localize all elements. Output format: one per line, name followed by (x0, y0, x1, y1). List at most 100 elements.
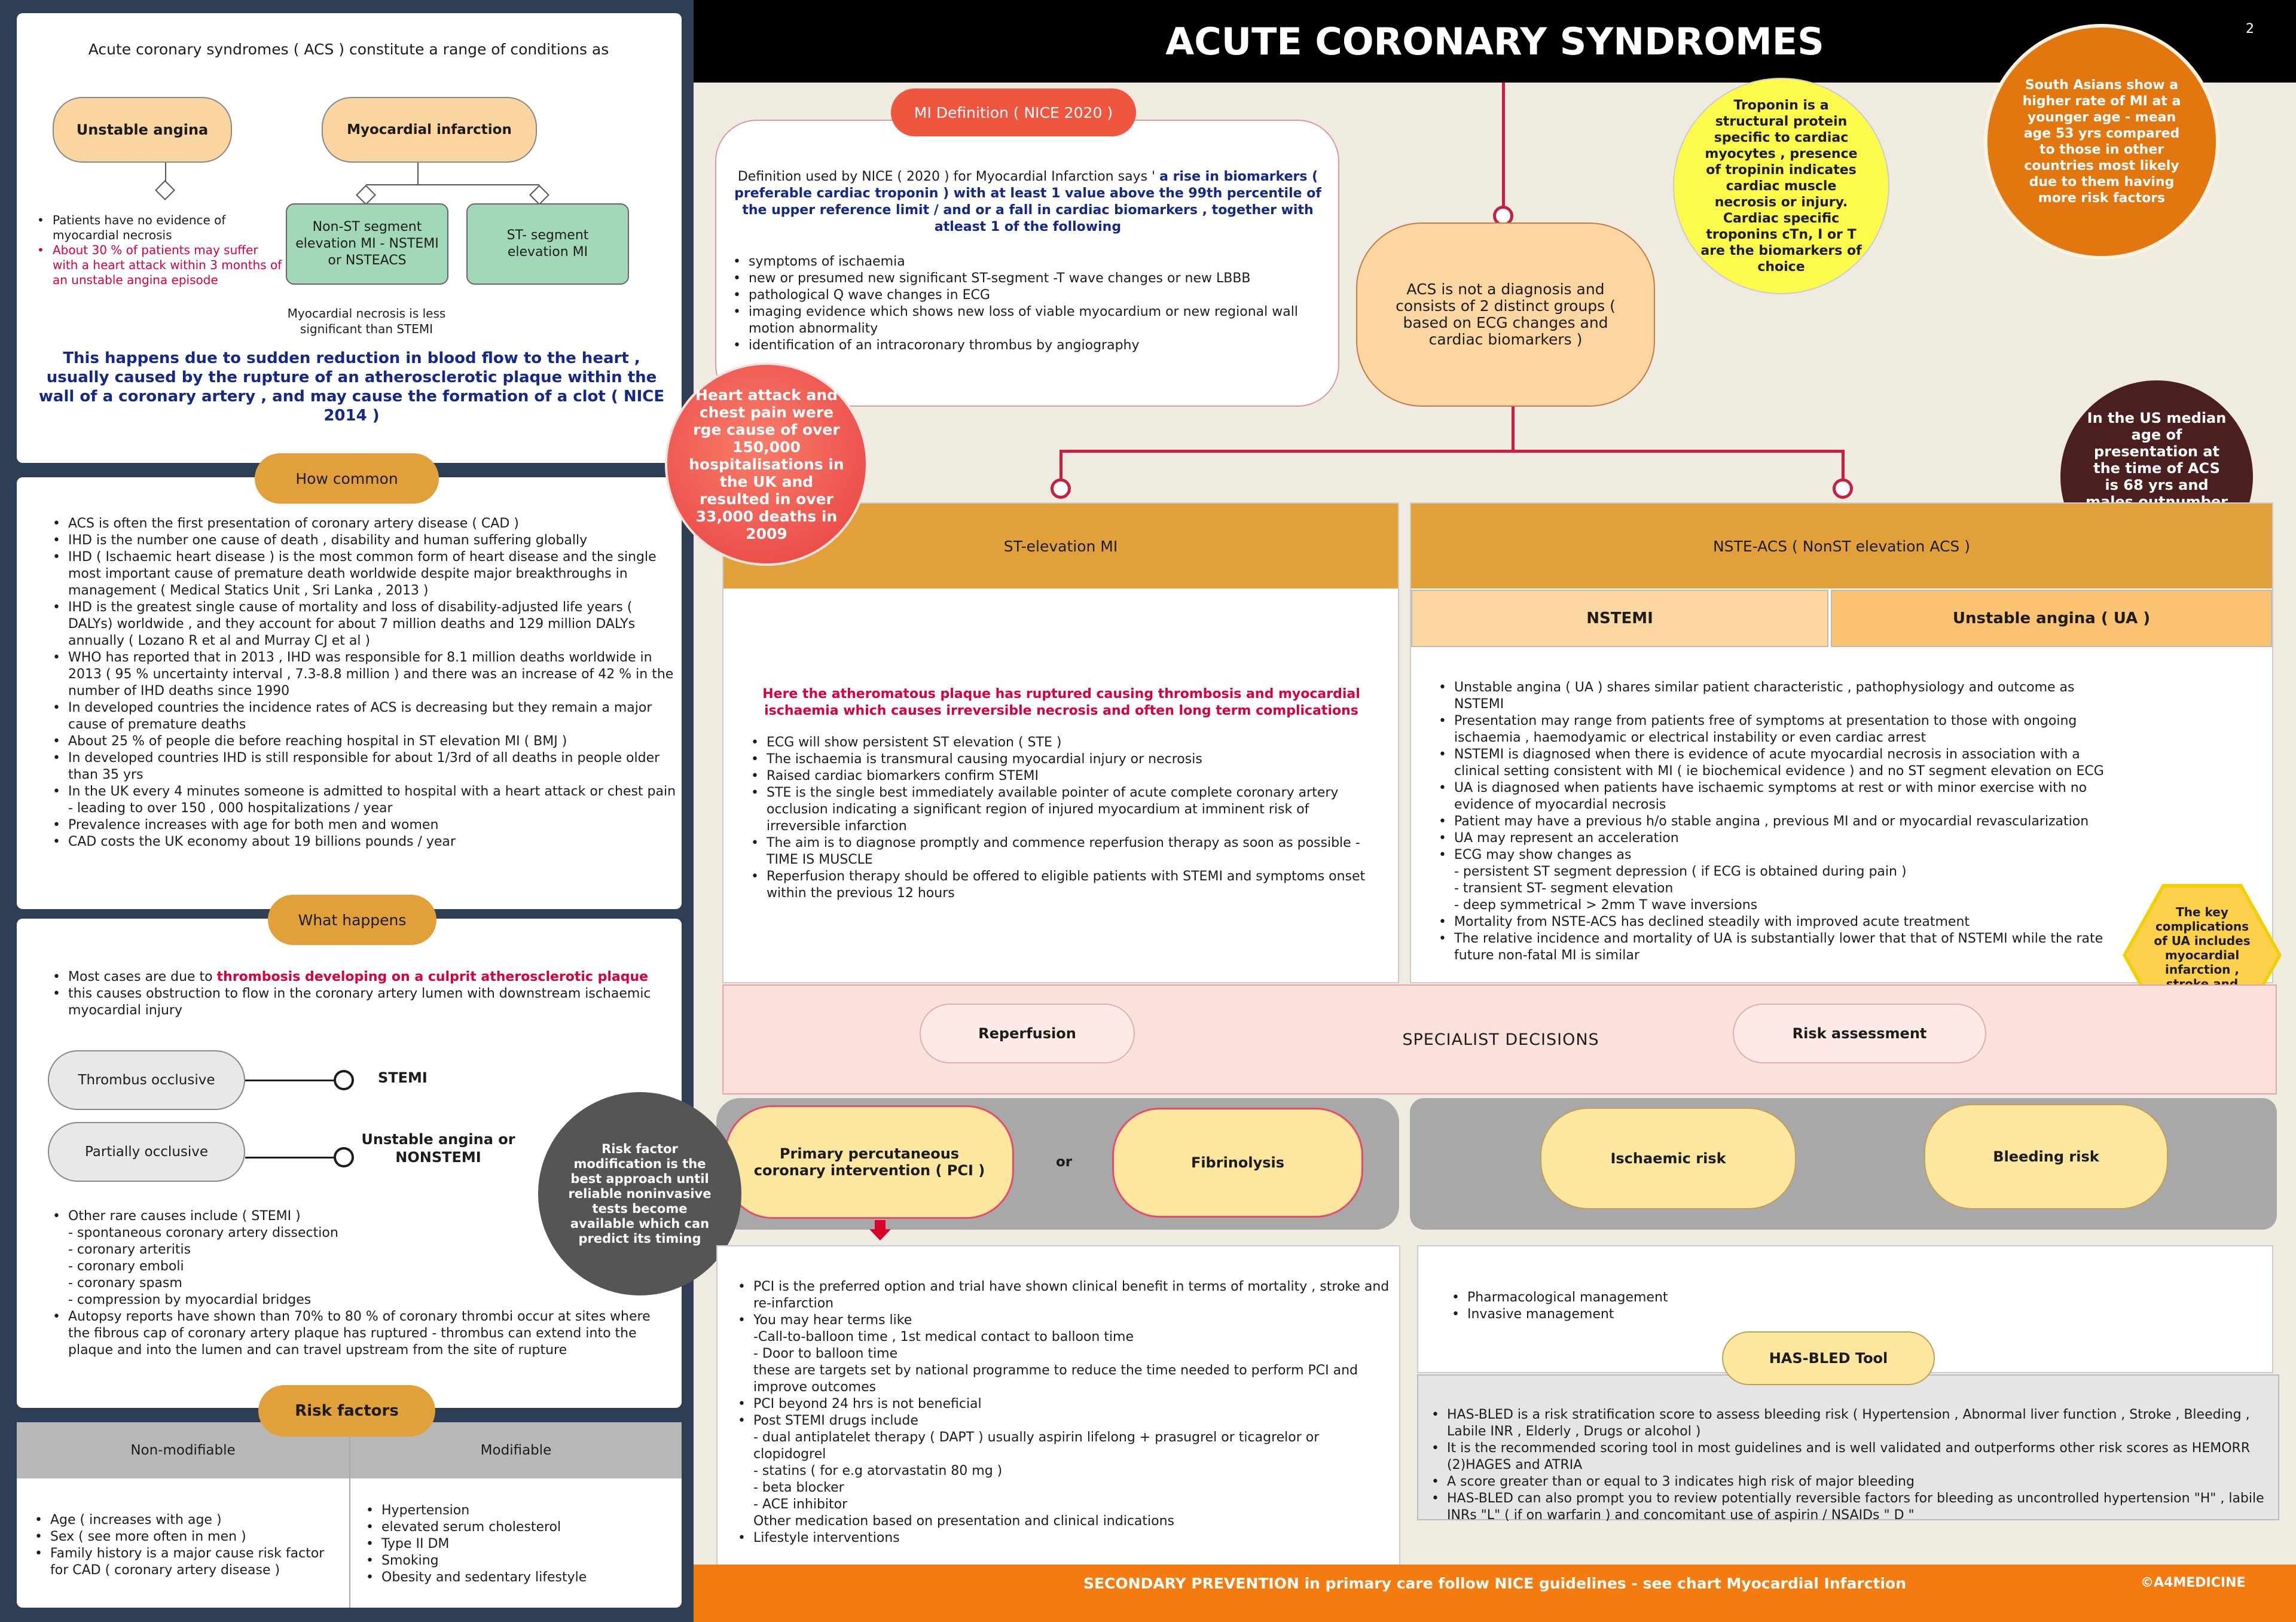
how-common-item: CAD costs the UK economy about 19 billio… (50, 834, 678, 850)
stemi-item: The aim is to diagnose promptly and comm… (749, 835, 1380, 868)
hasbled-item: HAS-BLED is a risk stratification score … (1429, 1407, 2266, 1440)
nstemi-box: Non-ST segment elevation MI - NSTEMI or … (286, 203, 448, 285)
modifiable-item: Hypertension (364, 1502, 674, 1519)
pci-sub: - beta blocker (753, 1480, 844, 1495)
rare-cause: - coronary emboli (68, 1259, 184, 1274)
nstemi-diamond (356, 185, 376, 205)
what-happens-item: this causes obstruction to flow in the c… (50, 986, 672, 1019)
mi-definition-item: identification of an intracoronary throm… (731, 337, 1323, 354)
tree-line-top (1502, 83, 1505, 209)
tree-ring-left (1051, 478, 1071, 499)
mi-definition-text: Definition used by NICE ( 2020 ) for Myo… (721, 169, 1335, 236)
ua-bullet: About 30 % of patients may suffer with a… (35, 243, 286, 288)
nste-item: Patient may have a previous h/o stable a… (1436, 813, 2124, 830)
acs-intro-heading: Acute coronary syndromes ( ACS ) constit… (88, 40, 609, 58)
nstemi-tab: NSTEMI (1411, 590, 1828, 647)
pci-panel: PCI is the preferred option and trial ha… (716, 1245, 1400, 1566)
management-list: Pharmacological management Invasive mana… (1449, 1289, 2227, 1323)
hasbled-box: HAS-BLED is a risk stratification score … (1417, 1374, 2279, 1523)
nste-item: UA may represent an acceleration (1436, 830, 2124, 847)
mi-definition-item: new or presumed new significant ST-segme… (731, 270, 1323, 287)
stemi-diamond (529, 185, 549, 205)
nste-item: Unstable angina ( UA ) shares similar pa… (1436, 679, 2124, 713)
rare-causes-title: Other rare causes include ( STEMI ) (68, 1209, 301, 1224)
how-common-item: About 25 % of people die before reaching… (50, 733, 678, 750)
pci-item: PCI is the preferred option and trial ha… (735, 1279, 1393, 1312)
bleeding-risk-pill[interactable]: Bleeding risk (1924, 1104, 2168, 1209)
footer-brand: ©A4MEDICINE (2141, 1575, 2246, 1590)
hasbled-title: HAS-BLED Tool (1722, 1331, 1935, 1385)
header-bar: ACUTE CORONARY SYNDROMES (694, 0, 2296, 83)
modifiable-item: Type II DM (364, 1536, 674, 1553)
ua-connector (165, 163, 166, 187)
rare-cause: - coronary arteritis (68, 1242, 191, 1257)
stemi-box: ST- segment elevation MI (466, 203, 629, 285)
how-common-title: How common (255, 453, 439, 504)
necrosis-note: Myocardial necrosis is less significant … (287, 306, 446, 336)
pci-sub: - dual antiplatelet therapy ( DAPT ) usu… (753, 1430, 1320, 1462)
thrombus-line (245, 1080, 335, 1081)
how-common-item: In developed countries IHD is still resp… (50, 750, 678, 783)
how-common-item: WHO has reported that in 2013 , IHD was … (50, 650, 678, 700)
nste-item: Presentation may range from patients fre… (1436, 713, 2124, 746)
how-common-list: ACS is often the first presentation of c… (50, 516, 678, 850)
tree-line-left (1060, 450, 1062, 481)
non-modifiable-item: Age ( increases with age ) (32, 1512, 343, 1529)
how-common-item: Prevalence increases with age for both m… (50, 817, 678, 834)
mi-definition-box: Definition used by NICE ( 2020 ) for Myo… (715, 120, 1339, 407)
mi-branch (366, 184, 539, 185)
modifiable-item: elevated serum cholesterol (364, 1519, 674, 1536)
management-item: Invasive management (1449, 1306, 2227, 1323)
mi-definition-item: pathological Q wave changes in ECG (731, 287, 1323, 304)
ecg-change: - deep symmetrical > 2mm T wave inversio… (1454, 898, 1758, 913)
mi-definition-criteria: a rise in biomarkers ( preferable cardia… (734, 169, 1321, 234)
tree-ring-right (1833, 478, 1853, 499)
nste-item: NSTEMI is diagnosed when there is eviden… (1436, 746, 2124, 780)
stemi-item: Reperfusion therapy should be offered to… (749, 868, 1380, 902)
nste-item: The relative incidence and mortality of … (1436, 931, 2124, 964)
ua-nonstemi-label: Unstable angina or NONSTEMI (361, 1131, 515, 1166)
ischaemic-risk-pill[interactable]: Ischaemic risk (1540, 1108, 1796, 1209)
what-happens-list: Most cases are due to thrombosis develop… (50, 969, 672, 1019)
hasbled-list: HAS-BLED is a risk stratification score … (1429, 1407, 2266, 1524)
pci-sub: Other medication based on presentation a… (753, 1514, 1175, 1529)
pci-sub: these are targets set by national progra… (753, 1363, 1358, 1395)
fibrinolysis-pill[interactable]: Fibrinolysis (1112, 1108, 1363, 1218)
risk-factor-circle: Risk factor modification is the best app… (538, 1092, 741, 1295)
stemi-highlight: Here the atheromatous plaque has rupture… (762, 687, 1360, 718)
autopsy-item: Autopsy reports have shown than 70% to 8… (50, 1309, 672, 1359)
pci-item: PCI beyond 24 hrs is not beneficial (735, 1396, 1393, 1413)
pci-item: Post STEMI drugs include - dual antiplat… (735, 1413, 1393, 1530)
pci-item: Lifestyle interventions (735, 1530, 1393, 1547)
pci-pill[interactable]: Primary percutaneous coronary interventi… (725, 1105, 1014, 1219)
what-happens-prefix: Most cases are due to (68, 969, 217, 984)
footer-text: SECONDARY PREVENTION in primary care fol… (1083, 1574, 1907, 1592)
specialist-title: SPECIALIST DECISIONS (1402, 1030, 1599, 1049)
stemi-panel: ST-elevation MI Here the atheromatous pl… (722, 502, 1399, 983)
footer-bar: SECONDARY PREVENTION in primary care fol… (694, 1565, 2296, 1622)
mi-definition-title: MI Definition ( NICE 2020 ) (891, 89, 1136, 136)
risk-assessment-pill: Risk assessment (1733, 1004, 1986, 1063)
rare-cause: - coronary spasm (68, 1276, 182, 1291)
cause-text: This happens due to sudden reduction in … (38, 349, 665, 425)
page-title: ACUTE CORONARY SYNDROMES (1165, 19, 1824, 63)
nste-item: Mortality from NSTE-ACS has declined ste… (1436, 914, 2124, 931)
how-common-item: IHD ( Ischaemic heart disease ) is the m… (50, 549, 678, 599)
south-asians-circle: South Asians show a higher rate of MI at… (1984, 24, 2219, 260)
acs-intro-panel: Acute coronary syndromes ( ACS ) constit… (17, 13, 682, 463)
pci-sub: - ACE inhibitor (753, 1497, 848, 1512)
stemi-item: STE is the single best immediately avail… (749, 785, 1380, 835)
pci-item: You may hear terms like -Call-to-balloon… (735, 1312, 1393, 1396)
thrombus-ring (334, 1070, 354, 1090)
troponin-circle: Troponin is a structural protein specifi… (1673, 78, 1889, 294)
stemi-list: ECG will show persistent ST elevation ( … (749, 734, 1380, 902)
what-happens-item: Most cases are due to thrombosis develop… (50, 969, 672, 986)
modifiable-list: Hypertension elevated serum cholesterol … (364, 1502, 674, 1586)
pci-item-text: You may hear terms like (753, 1313, 912, 1328)
tree-line-mid (1512, 404, 1515, 452)
modifiable-item: Smoking (364, 1553, 674, 1569)
stemi-label: STEMI (378, 1069, 428, 1086)
mi-definition-list: symptoms of ischaemia new or presumed ne… (731, 254, 1323, 354)
tree-line-horizontal (1060, 450, 1845, 453)
how-common-item: IHD is the number one cause of death , d… (50, 532, 678, 549)
